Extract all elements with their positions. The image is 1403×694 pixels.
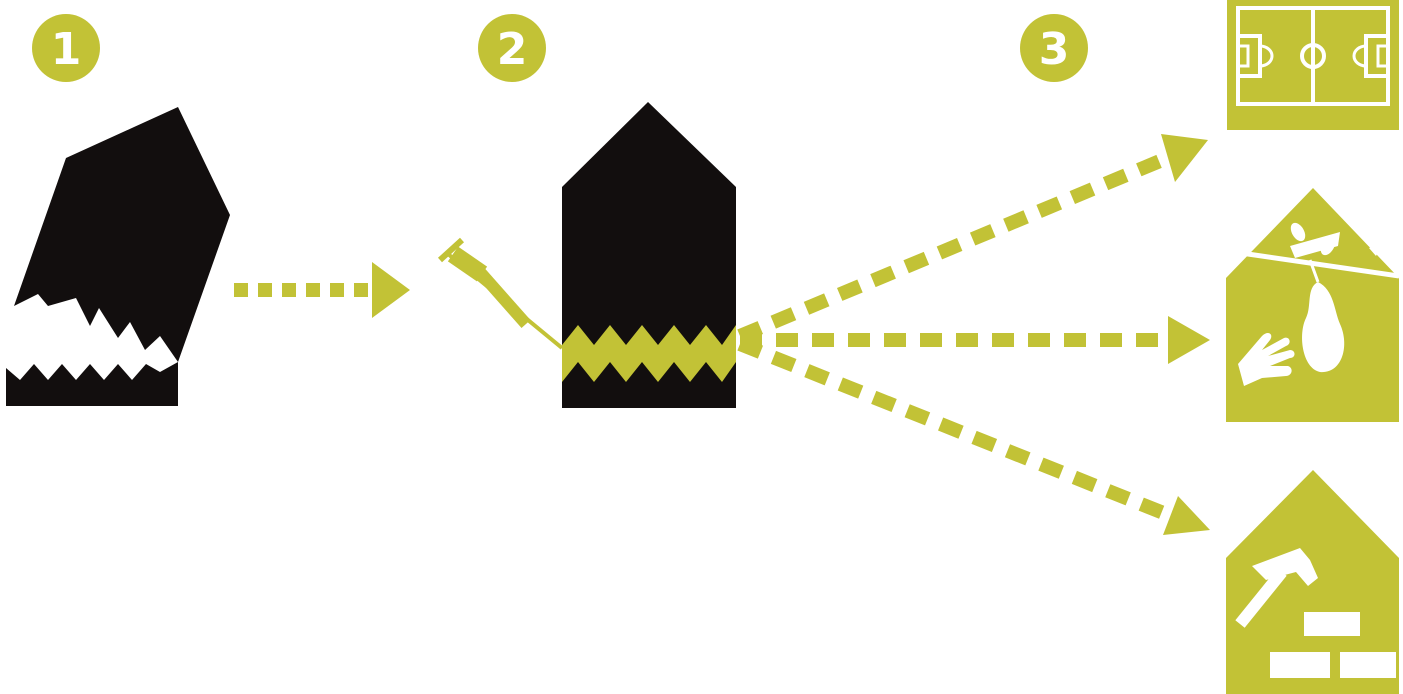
step-2-number: 2 [497, 24, 528, 75]
dotted-arrow-to-workshop-house [737, 337, 1210, 535]
broken-building-icon [6, 107, 230, 406]
dotted-arrow-step1-to-step2 [234, 262, 410, 318]
step-1-badge: 1 [32, 14, 100, 82]
step-2-badge: 2 [478, 14, 546, 82]
garden-house-icon [1226, 188, 1400, 422]
syringe-icon [437, 237, 564, 350]
workshop-house-icon [1226, 470, 1399, 694]
step-3-badge: 3 [1020, 14, 1088, 82]
step-1-number: 1 [51, 24, 82, 75]
repaired-building-icon [562, 102, 736, 408]
dotted-arrow-to-garden-house [740, 316, 1210, 364]
football-pitch-icon [1227, 0, 1399, 130]
step-3-number: 3 [1039, 24, 1070, 75]
dotted-arrow-to-football-pitch [737, 134, 1208, 343]
